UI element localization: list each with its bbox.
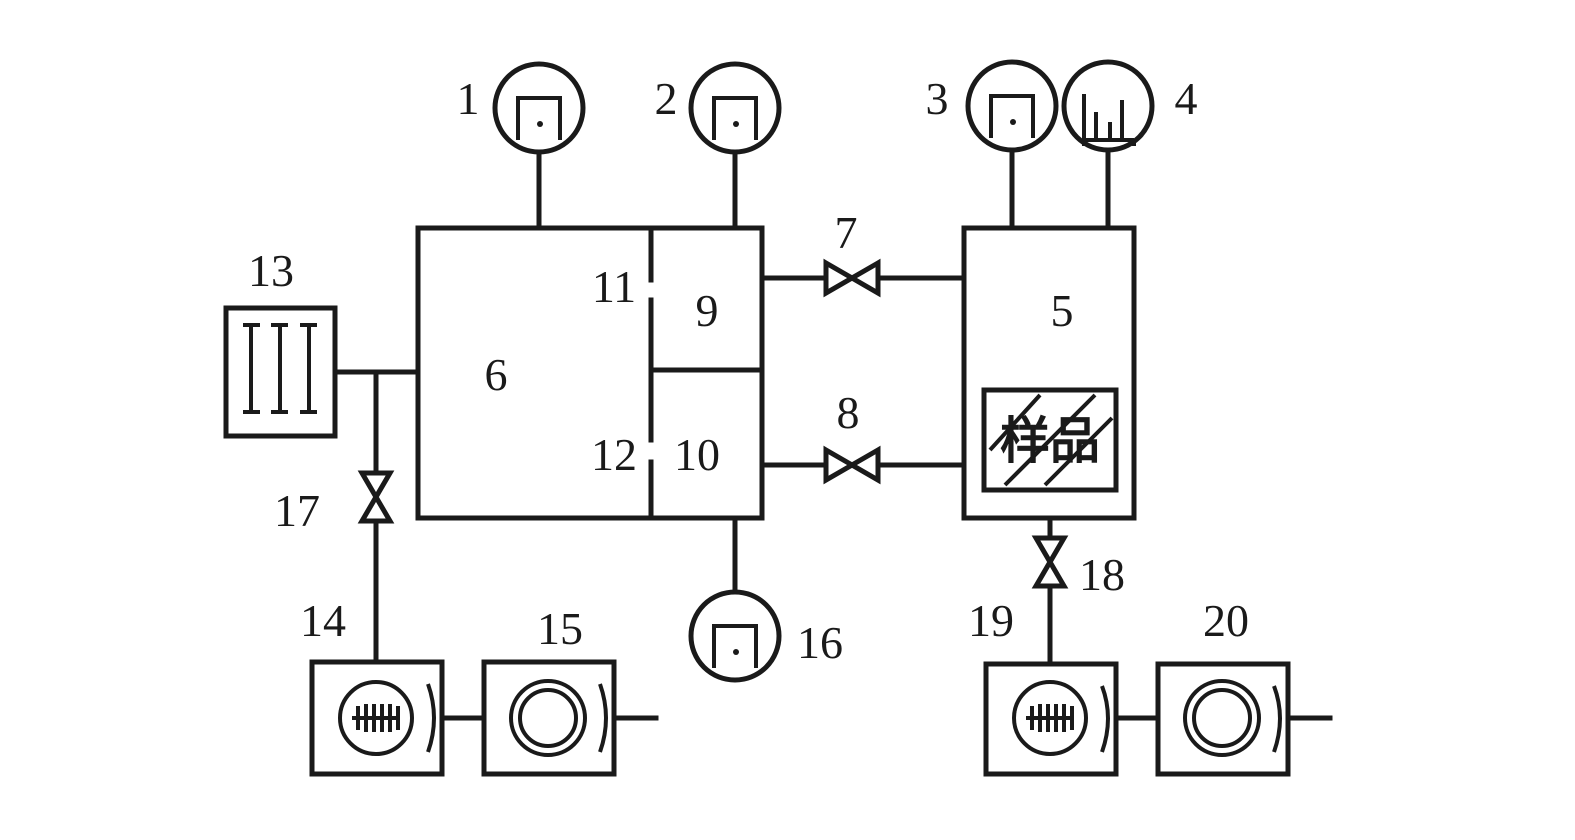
- vacuum-gauge-1: [492, 61, 586, 155]
- sample-holder: 样品: [981, 387, 1119, 493]
- cold-trap-13: [223, 305, 338, 439]
- valve-icon[interactable]: [823, 445, 881, 485]
- vacuum-gauge-icon: [516, 96, 562, 140]
- gauge-circle: [965, 59, 1059, 153]
- molecular-pump-icon: [338, 680, 414, 756]
- pump-bracket: [1272, 685, 1282, 753]
- cold-trap-icon: [243, 323, 317, 414]
- molecular-pump-19: [983, 661, 1119, 777]
- label-9: 9: [696, 285, 719, 336]
- pump-rotor-ring: [338, 680, 414, 756]
- labels: 1 2 3 4 5 6 7 8 9 10 11 12 13 14 15 16 1…: [248, 73, 1249, 668]
- label-15: 15: [537, 603, 583, 654]
- sample-hatch-2: [1003, 393, 1097, 487]
- mechanical-pump-20: [1155, 661, 1291, 777]
- label-17: 17: [274, 485, 320, 536]
- chamber-5: 样品: [961, 225, 1137, 521]
- gauge-dot: [733, 649, 739, 655]
- vacuum-gauge-icon: [712, 96, 758, 140]
- chamber-6-outline: [415, 225, 765, 521]
- gauge-dot: [537, 121, 543, 127]
- label-12: 12: [591, 429, 637, 480]
- vacuum-gauge-2: [688, 61, 782, 155]
- sample-hatch-1: [988, 393, 1042, 452]
- valve-18[interactable]: [1031, 535, 1069, 589]
- vacuum-gauge-3: [965, 59, 1059, 153]
- chamber-6: [415, 225, 765, 521]
- label-1: 1: [457, 73, 480, 124]
- valve-7[interactable]: [823, 258, 881, 298]
- mechanical-pump-icon: [509, 679, 587, 757]
- label-19: 19: [968, 595, 1014, 646]
- analyzer-4: [1061, 59, 1155, 153]
- vacuum-gauge-16: [688, 589, 782, 683]
- mechanical-pump-15: [481, 659, 617, 777]
- gauge-dot: [733, 121, 739, 127]
- pump-outer-ring: [1183, 679, 1261, 757]
- pump-bracket: [426, 683, 436, 753]
- pump-bracket: [1100, 685, 1110, 753]
- pump-blades: [1026, 704, 1074, 732]
- molecular-pump-icon: [1012, 680, 1088, 756]
- sample-label: 样品: [1000, 412, 1100, 470]
- label-8: 8: [837, 387, 860, 438]
- label-3: 3: [926, 73, 949, 124]
- pump-frame: [481, 659, 617, 777]
- pump-inner-ring: [1192, 688, 1252, 748]
- vacuum-gauge-icon: [712, 624, 758, 668]
- mass-spectrometer-icon: [1082, 94, 1136, 146]
- cold-trap-rod: [271, 323, 288, 414]
- valve-17[interactable]: [357, 470, 395, 524]
- label-2: 2: [655, 73, 678, 124]
- label-5: 5: [1051, 285, 1074, 336]
- label-20: 20: [1203, 595, 1249, 646]
- label-18: 18: [1079, 549, 1125, 600]
- molecular-pump-14: [309, 659, 445, 777]
- pump-bracket: [598, 683, 608, 753]
- sample-hatch-3: [1043, 416, 1114, 487]
- pump-blades: [352, 704, 400, 732]
- cold-trap-rod: [243, 323, 260, 414]
- gauge-circle: [688, 589, 782, 683]
- valve-icon[interactable]: [823, 258, 881, 298]
- valve-icon[interactable]: [357, 470, 395, 524]
- cold-trap-rod: [300, 323, 317, 414]
- gauge-circle: [492, 61, 586, 155]
- valve-icon[interactable]: [1031, 535, 1069, 589]
- label-7: 7: [835, 207, 858, 258]
- pump-rotor-ring: [1012, 680, 1088, 756]
- label-13: 13: [248, 245, 294, 296]
- label-16: 16: [797, 617, 843, 668]
- label-11: 11: [592, 261, 636, 312]
- label-4: 4: [1175, 73, 1198, 124]
- label-14: 14: [300, 595, 346, 646]
- label-10: 10: [674, 429, 720, 480]
- valve-8[interactable]: [823, 445, 881, 485]
- label-6: 6: [485, 349, 508, 400]
- pump-outer-ring: [509, 679, 587, 757]
- mechanical-pump-icon: [1183, 679, 1261, 757]
- gauge-dot: [1010, 119, 1016, 125]
- pump-inner-ring: [518, 688, 578, 748]
- gauge-circle: [688, 61, 782, 155]
- vacuum-gauge-icon: [989, 94, 1035, 138]
